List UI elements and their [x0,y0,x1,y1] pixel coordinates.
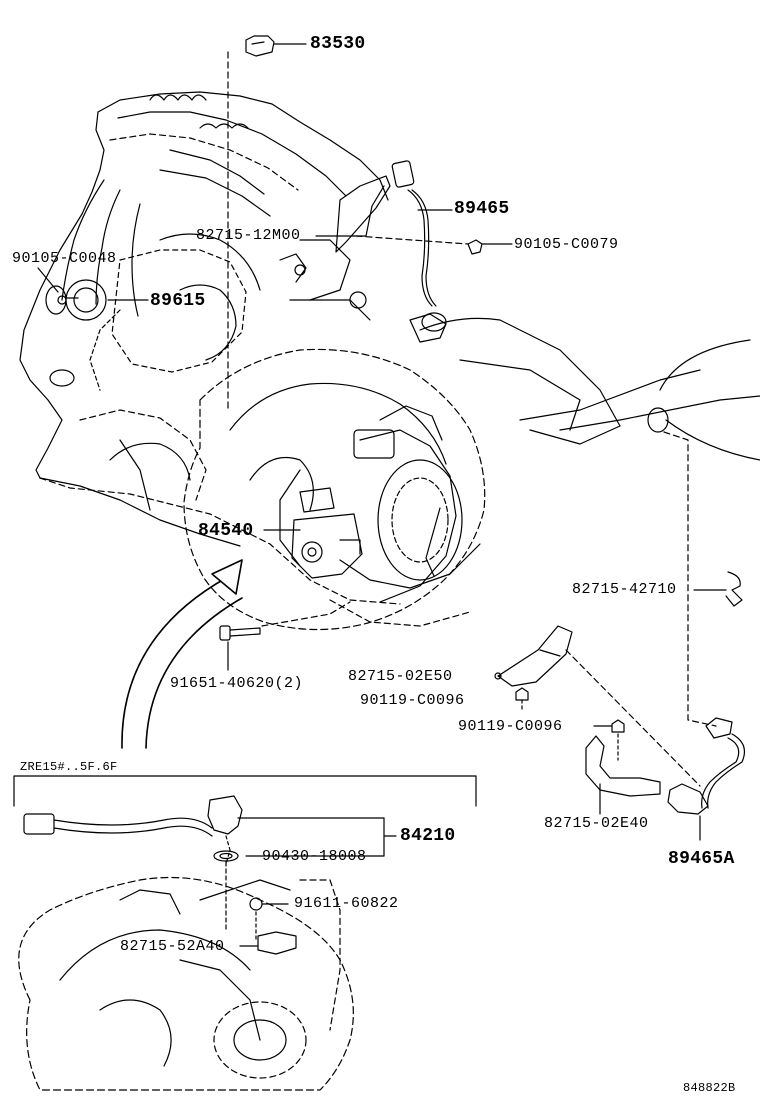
label-90105-c0048: 90105-C0048 [12,250,117,267]
part-82715-02e50-shape [494,625,573,687]
engine-block-drawing [19,91,760,631]
label-91651-40620: 91651-40620(2) [170,675,304,692]
inset-frame [13,775,477,807]
part-83530-shape [245,35,307,57]
label-90105-c0079: 90105-C0079 [514,236,619,253]
label-82715-12m00: 82715-12M00 [196,227,301,244]
label-91611-60822: 91611-60822 [294,895,399,912]
label-90119-c0096-b: 90119-C0096 [458,718,563,735]
inset-caption: ZRE15#..5F.6F [20,760,118,774]
part-91651-shape [219,601,351,671]
label-82715-02e50: 82715-02E50 [348,668,453,685]
label-90119-c0096-a: 90119-C0096 [360,692,465,709]
part-89465a-shape [667,717,745,841]
label-89465a: 89465A [668,849,735,869]
label-89615: 89615 [150,291,206,311]
label-89465: 89465 [454,199,510,219]
part-89465-shape [391,160,453,332]
figure-id: 848822B [683,1081,736,1095]
view-arrow [121,559,243,749]
label-84210: 84210 [400,826,456,846]
inset-drawing [18,795,397,1091]
label-82715-42710: 82715-42710 [572,581,677,598]
label-82715-52a40: 82715-52A40 [120,938,225,955]
label-83530: 83530 [310,34,366,54]
label-90430-18008: 90430-18008 [262,848,367,865]
label-84540: 84540 [198,521,254,541]
label-82715-02e40: 82715-02E40 [544,815,649,832]
